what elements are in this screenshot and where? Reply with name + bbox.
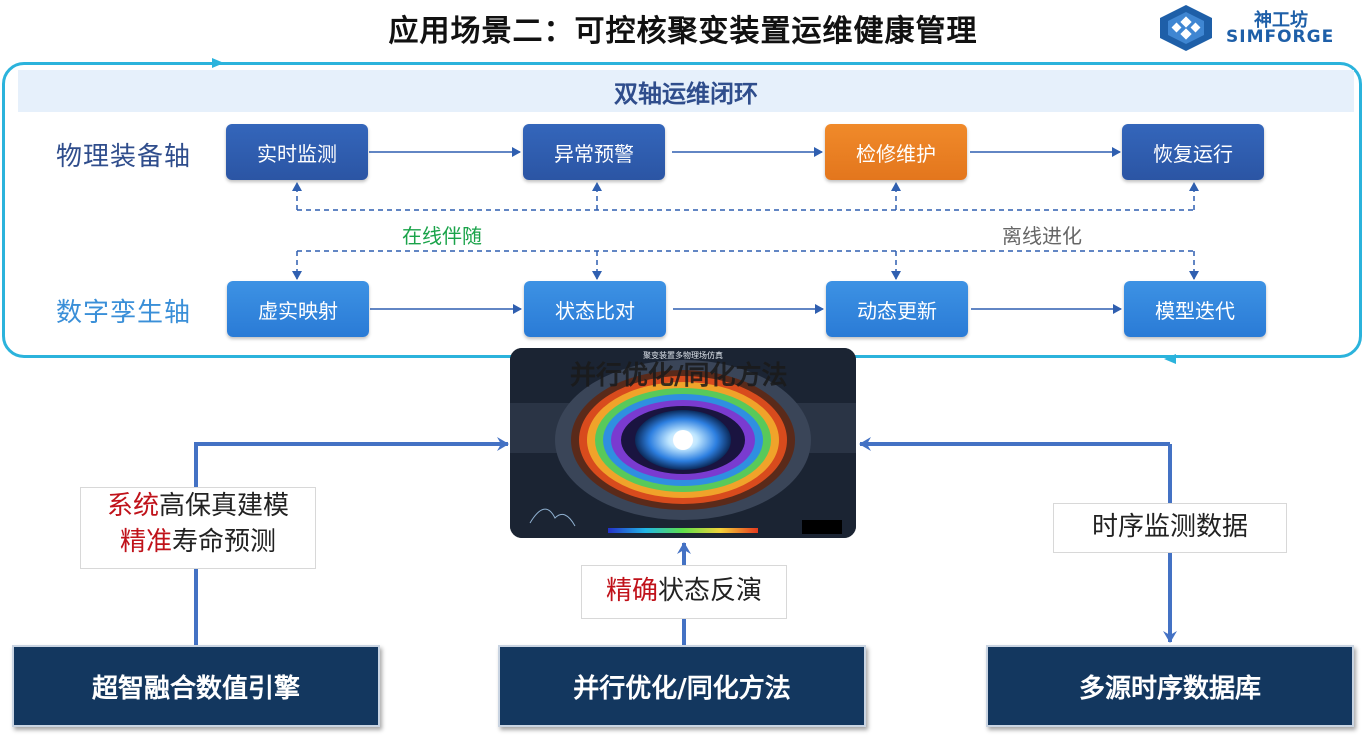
digital-twin-axis-label: 数字孪生轴: [56, 298, 192, 328]
frame-flow-arrow-bottom: [1164, 354, 1176, 364]
step-virtual-real-mapping: 虚实映射: [227, 281, 369, 337]
page-title: 应用场景二：可控核聚变装置运维健康管理: [388, 14, 978, 49]
note-state-inversion: 精确状态反演: [581, 565, 787, 619]
simulation-caption: 并行优化/同化方法: [570, 361, 788, 391]
frame-flow-arrow-top: [212, 58, 224, 68]
module-numerical-engine: 超智融合数值引擎: [12, 645, 380, 727]
loop-header-band: [18, 70, 1354, 112]
step-state-comparison: 状态比对: [524, 281, 666, 337]
feedback-dashed-lines: [292, 182, 1199, 280]
module-timeseries-database: 多源时序数据库: [986, 645, 1354, 727]
online-companion-tag: 在线伴随: [402, 224, 482, 248]
step-anomaly-warning: 异常预警: [523, 124, 665, 180]
logo-name-cn: 神工坊: [1254, 10, 1308, 31]
fusion-simulation-image: 聚变装置多物理场仿真: [510, 348, 856, 538]
note-timeseries-data: 时序监测数据: [1053, 503, 1287, 553]
step-dynamic-update: 动态更新: [826, 281, 968, 337]
note-modeling-prediction: 系统高保真建模 精准寿命预测: [80, 487, 316, 569]
logo-name-en: SIMFORGE: [1226, 27, 1335, 47]
step-realtime-monitoring: 实时监测: [226, 124, 368, 180]
physical-axis-label: 物理装备轴: [56, 142, 192, 172]
step-restore-operation: 恢复运行: [1122, 124, 1264, 180]
loop-title: 双轴运维闭环: [614, 80, 758, 108]
simulation-panel-title: 聚变装置多物理场仿真: [643, 351, 723, 360]
note-left-line2: 精准寿命预测: [119, 527, 277, 557]
step-model-iteration: 模型迭代: [1124, 281, 1266, 337]
simforge-logo-icon: [1160, 5, 1212, 51]
module-parallel-assimilation: 并行优化/同化方法: [498, 645, 866, 727]
note-left-line1: 系统高保真建模: [106, 491, 290, 521]
step-repair-maintenance: 检修维护: [825, 124, 967, 180]
module-flow-arrows: [194, 437, 1177, 645]
tokamak-render-icon: [510, 348, 856, 538]
offline-evolution-tag: 离线进化: [1002, 224, 1082, 248]
